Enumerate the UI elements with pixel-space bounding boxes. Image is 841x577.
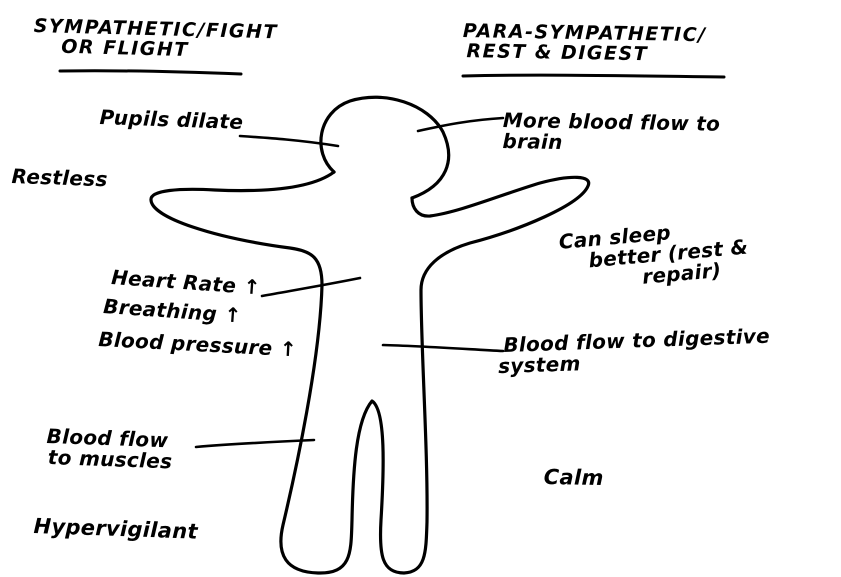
label-blood-flow-muscles-line2: to muscles xyxy=(48,447,173,472)
pointer-brain xyxy=(418,118,503,131)
figure-head-outline xyxy=(321,97,449,198)
label-restless: Restless xyxy=(11,166,108,190)
pointer-muscles xyxy=(196,440,314,447)
pointer-digestive xyxy=(383,345,503,351)
label-hypervigilant: Hypervigilant xyxy=(33,515,198,543)
parasympathetic-header-underline xyxy=(463,75,724,77)
pointer-pupils xyxy=(240,136,338,146)
label-calm: Calm xyxy=(544,466,604,489)
label-pupils-dilate: Pupils dilate xyxy=(99,107,243,133)
sympathetic-header-underline xyxy=(60,71,241,74)
sympathetic-header: SYMPATHETIC/FIGHT OR FLIGHT xyxy=(33,17,278,63)
pointer-heart xyxy=(262,278,360,296)
label-blood-flow-muscles: Blood flow to muscles xyxy=(46,426,174,472)
parasympathetic-header: PARA-SYMPATHETIC/ REST & DIGEST xyxy=(462,22,706,66)
label-more-blood-flow-brain: More blood flow to brain xyxy=(502,110,720,156)
